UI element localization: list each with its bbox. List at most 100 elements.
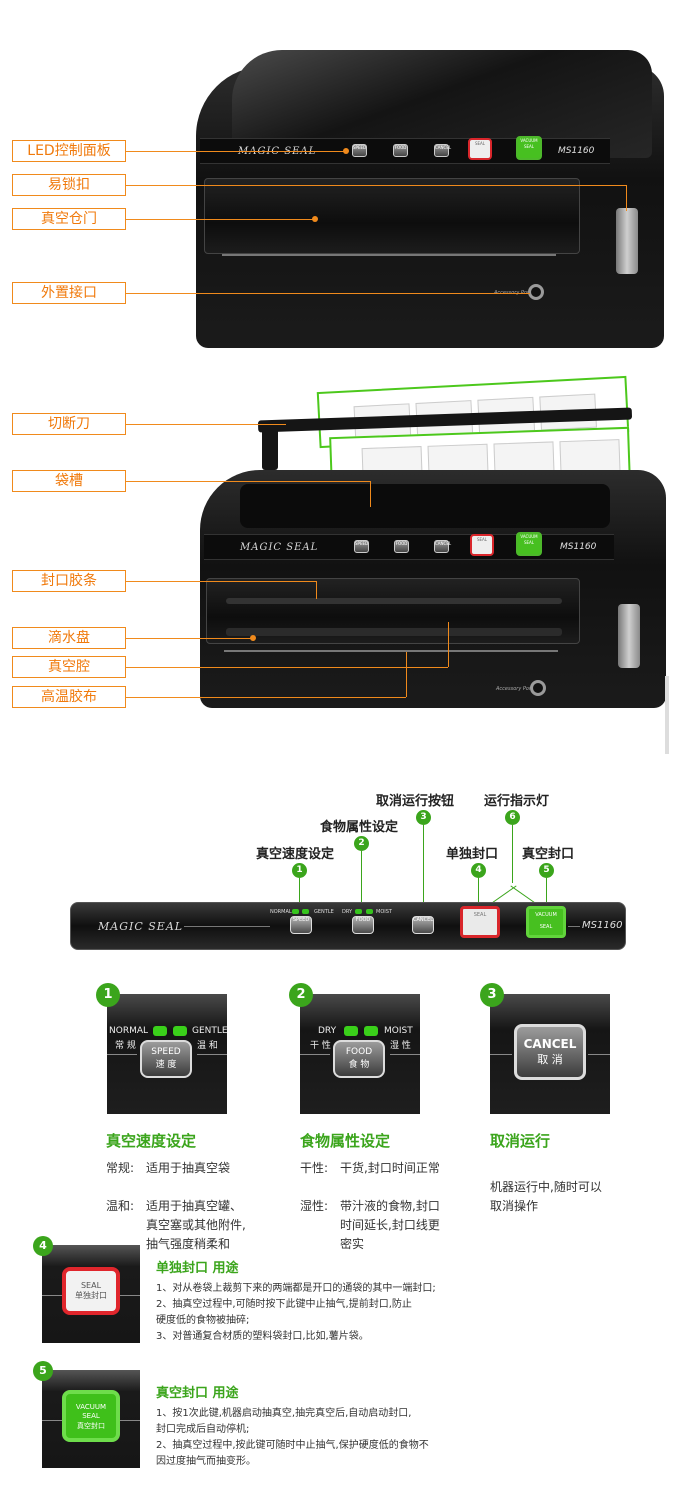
label-vacuum-chamber: 真空腔 bbox=[12, 656, 126, 678]
speed-led-normal bbox=[292, 909, 299, 914]
tile-dry-cn: 干 性 bbox=[310, 1041, 331, 1051]
leader-sealing-strip-vertical bbox=[316, 581, 317, 599]
seal-usage-tile: SEAL 单独封口 bbox=[42, 1245, 140, 1343]
usage-seal-item-3: 3、对普通复合材质的塑料袋封口,比如,薯片袋。 bbox=[156, 1331, 369, 1342]
cancel-button-mini[interactable]: CANCEL bbox=[434, 144, 451, 157]
accessory-port-open[interactable] bbox=[530, 680, 546, 696]
vacuum-seal-button-mini-open[interactable]: VACUUM SEAL bbox=[516, 532, 542, 556]
usage-seal-button[interactable]: SEAL 单独封口 bbox=[62, 1267, 120, 1315]
tile-normal-cn: 常 规 bbox=[115, 1041, 136, 1051]
label-cutter: 切断刀 bbox=[12, 413, 126, 435]
callout-num-1: 1 bbox=[292, 863, 307, 878]
lock-latch[interactable] bbox=[616, 208, 638, 274]
usage-num-5: 5 bbox=[33, 1361, 53, 1381]
cancel-button-mini-open[interactable]: CANCEL bbox=[434, 540, 451, 553]
tile-gentle-cn: 温 和 bbox=[197, 1041, 218, 1051]
label-drip-tray: 滴水盘 bbox=[12, 627, 126, 649]
food-button[interactable]: FOOD bbox=[352, 916, 374, 934]
leader-lock-latch-vertical bbox=[626, 185, 627, 211]
accessory-port-label-open: Accessory Port bbox=[496, 686, 533, 692]
seal-button[interactable]: SEAL bbox=[460, 906, 500, 938]
usage-vacuum-item-2: 2、抽真空过程中,按此键可随时中止抽气,保护硬度低的食物不 因过度抽气而抽变形。 bbox=[156, 1440, 429, 1467]
led-control-panel-open bbox=[204, 534, 614, 560]
right-edge-bar bbox=[665, 676, 669, 754]
usage-vacuum-button[interactable]: VACUUM SEAL 真空封口 bbox=[62, 1390, 120, 1442]
leader-vacuum-chamber bbox=[126, 667, 448, 668]
leader-heat-tape-vertical bbox=[406, 652, 407, 697]
tile-food-button[interactable]: FOOD 食 物 bbox=[333, 1040, 385, 1078]
label-led-panel: LED控制面板 bbox=[12, 140, 126, 162]
speed-tile: NORMAL 常 规 GENTLE 温 和 SPEED 速 度 bbox=[107, 994, 228, 1114]
vacuum-door bbox=[204, 178, 580, 254]
callout-cancel-text: 取消运行按钮 bbox=[376, 794, 455, 809]
seal-button-mini-open[interactable]: SEAL bbox=[470, 534, 494, 556]
sealing-strip bbox=[226, 598, 562, 604]
feature-speed-row-1: 常规:适用于抽真空袋 bbox=[106, 1161, 231, 1175]
panel-normal-label: NORMAL bbox=[270, 909, 292, 915]
food-tile: DRY 干 性 MOIST 湿 性 FOOD 食 物 bbox=[300, 994, 420, 1114]
vacuum-seal-button[interactable]: VACUUM SEAL bbox=[526, 906, 566, 938]
food-led-moist bbox=[366, 909, 373, 914]
door-slot-line bbox=[222, 254, 556, 256]
speed-led-gentle bbox=[302, 909, 309, 914]
tile-cancel-en: CANCEL bbox=[523, 1037, 577, 1051]
model-number-open: MS1160 bbox=[560, 542, 597, 552]
usage-num-4: 4 bbox=[33, 1236, 53, 1256]
lock-latch-open[interactable] bbox=[618, 604, 640, 668]
leader-heat-tape bbox=[126, 697, 406, 698]
seal-button-mini[interactable]: SEAL bbox=[468, 138, 492, 160]
food-led-dry bbox=[355, 909, 362, 914]
tile-moist-en: MOIST bbox=[384, 1026, 413, 1036]
callout-indicator-text: 运行指示灯 bbox=[484, 794, 550, 809]
leader-vacuum-chamber-vertical bbox=[448, 622, 449, 667]
tile-gentle-en: GENTLE bbox=[192, 1026, 228, 1036]
leader-bag-slot-vertical bbox=[370, 481, 371, 507]
callout-num-3: 3 bbox=[416, 810, 431, 825]
callout-line-3 bbox=[423, 825, 424, 913]
speed-button-mini[interactable]: SPEED bbox=[352, 144, 367, 157]
usage-vacuum-en: VACUUM SEAL bbox=[75, 1403, 107, 1420]
accessory-port[interactable] bbox=[528, 284, 544, 300]
food-button-mini[interactable]: FOOD bbox=[393, 144, 408, 157]
food-button-mini-open[interactable]: FOOD bbox=[394, 540, 409, 553]
callout-num-5: 5 bbox=[539, 863, 554, 878]
callout-line-6c bbox=[510, 885, 536, 904]
label-vacuum-door: 真空仓门 bbox=[12, 208, 126, 230]
leader-external-port bbox=[126, 293, 530, 294]
feature-food-row-1: 干性:干货,封口时间正常 bbox=[300, 1161, 440, 1175]
drip-tray bbox=[226, 628, 562, 636]
label-heat-tape: 高温胶布 bbox=[12, 686, 126, 708]
panel-moist-label: MOIST bbox=[376, 909, 392, 915]
usage-seal-item-2: 2、抽真空过程中,可随时按下此键中止抽气,提前封口,防止 硬度低的食物被抽碎; bbox=[156, 1299, 412, 1326]
speed-button[interactable]: SPEED bbox=[290, 916, 312, 934]
cancel-tile: CANCEL 取 消 bbox=[490, 994, 610, 1114]
panel-brand-logo: MAGIC SEAL bbox=[98, 920, 184, 933]
callout-line-1 bbox=[299, 878, 300, 906]
vacuum-seal-button-mini[interactable]: VACUUM SEAL bbox=[516, 136, 542, 160]
tile-num-3: 3 bbox=[480, 983, 504, 1007]
cancel-button[interactable]: CANCEL bbox=[412, 916, 434, 934]
callout-seal-text: 单独封口 bbox=[446, 847, 499, 862]
tile-led-dry bbox=[344, 1026, 358, 1036]
tile-speed-en: SPEED bbox=[151, 1047, 181, 1057]
feature-cancel-title: 取消运行 bbox=[490, 1132, 551, 1150]
leader-lock-latch bbox=[126, 185, 626, 186]
tile-led-normal bbox=[153, 1026, 167, 1036]
bag-tray bbox=[240, 484, 610, 528]
label-external-port: 外置接口 bbox=[12, 282, 126, 304]
callout-line-6a bbox=[512, 825, 513, 883]
usage-vacuum-item-1: 1、按1次此键,机器启动抽真空,抽完真空后,自动启动封口, 封口完成后自动停机; bbox=[156, 1408, 412, 1435]
panel-line-right bbox=[568, 926, 580, 927]
tile-cancel-button[interactable]: CANCEL 取 消 bbox=[514, 1024, 586, 1080]
tile-speed-button[interactable]: SPEED 速 度 bbox=[140, 1040, 192, 1078]
callout-num-4: 4 bbox=[471, 863, 486, 878]
vacuum-usage-tile: VACUUM SEAL 真空封口 bbox=[42, 1370, 140, 1468]
leader-sealing-strip bbox=[126, 581, 316, 582]
panel-line-left bbox=[184, 926, 270, 927]
callout-vacuum-text: 真空封口 bbox=[522, 847, 575, 862]
tile-moist-cn: 湿 性 bbox=[390, 1041, 411, 1051]
leader-cutter bbox=[126, 424, 286, 425]
tile-led-moist bbox=[364, 1026, 378, 1036]
speed-button-mini-open[interactable]: SPEED bbox=[354, 540, 369, 553]
usage-vacuum-cn: 真空封口 bbox=[77, 1422, 105, 1430]
